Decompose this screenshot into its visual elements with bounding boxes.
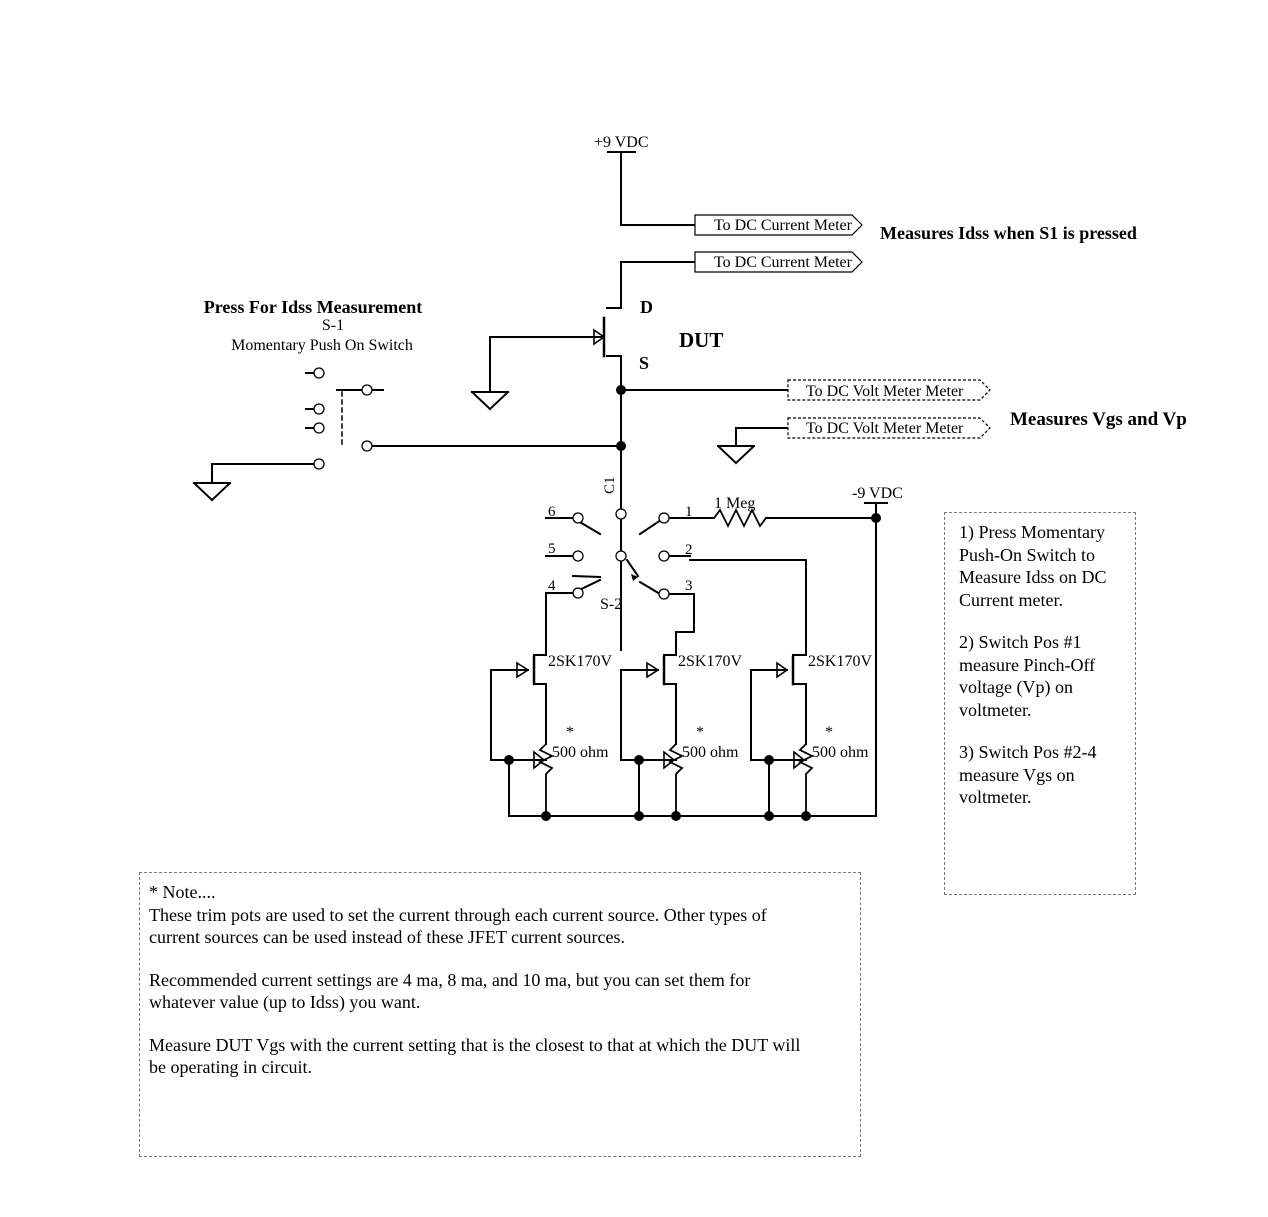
ground-symbol-voltmeter	[716, 444, 756, 465]
note-box: * Note.... These trim pots are used to s…	[139, 872, 861, 1157]
positive-supply-label: +9 VDC	[594, 134, 649, 151]
pot-label-2: 500 ohm	[682, 744, 739, 761]
s2-pos-4: 4	[548, 578, 556, 594]
s1-ref: S-1	[322, 317, 344, 334]
dut-source-label: S	[639, 353, 649, 373]
s2-pos-1: 1	[685, 504, 693, 520]
note-heading: * Note....	[149, 882, 216, 902]
current-meter-flag-2	[694, 251, 863, 273]
jfet-label-3: 2SK170V	[808, 653, 872, 670]
dut-drain-label: D	[640, 297, 653, 317]
s1-title: Press For Idss Measurement	[204, 297, 422, 317]
volt-meter-label-2: To DC Volt Meter Meter	[806, 420, 964, 437]
instruction-2: 2) Switch Pos #1 measure Pinch-Off volta…	[959, 632, 1096, 720]
s2-pos-5: 5	[548, 541, 556, 557]
ground-symbol-dut-gate	[470, 390, 510, 411]
pot-label-1: 500 ohm	[552, 744, 609, 761]
vgs-measure-note: Measures Vgs and Vp	[1010, 409, 1187, 430]
jfet-label-1: 2SK170V	[548, 653, 612, 670]
resistor-label: 1 Meg	[714, 495, 755, 512]
s2-pos-2: 2	[685, 542, 693, 558]
note-paragraph-1: These trim pots are used to set the curr…	[149, 904, 767, 948]
negative-supply-label: -9 VDC	[852, 485, 903, 502]
s2-pos-3: 3	[685, 578, 693, 594]
s2-ref: S-2	[600, 596, 622, 613]
current-source-1	[490, 654, 555, 817]
current-meter-label-2: To DC Current Meter	[714, 254, 853, 271]
s2-pos-6: 6	[548, 504, 556, 520]
jfet-label-2: 2SK170V	[678, 653, 742, 670]
pot-label-3: 500 ohm	[812, 744, 869, 761]
resistor-1meg	[712, 507, 768, 529]
pot-mark-1: *	[566, 724, 574, 741]
volt-meter-flag-2	[787, 417, 991, 439]
idss-measure-note: Measures Idss when S1 is pressed	[880, 223, 1137, 243]
instruction-1: 1) Press Momentary Push-On Switch to Mea…	[959, 522, 1107, 610]
volt-meter-flag-1	[787, 379, 991, 401]
instruction-3: 3) Switch Pos #2-4 measure Vgs on voltme…	[959, 742, 1097, 807]
note-paragraph-3: Measure DUT Vgs with the current setting…	[149, 1034, 801, 1078]
s2-common-label: C1	[602, 476, 618, 494]
ground-symbol-s1	[192, 481, 232, 502]
instructions-box: 1) Press Momentary Push-On Switch to Mea…	[944, 512, 1136, 895]
pot-mark-2: *	[696, 724, 704, 741]
current-source-2	[620, 654, 685, 817]
s1-description: Momentary Push On Switch	[231, 337, 413, 354]
current-source-3	[750, 654, 815, 817]
current-meter-label-1: To DC Current Meter	[714, 217, 853, 234]
current-meter-flag-1	[694, 214, 863, 236]
dut-label: DUT	[679, 328, 723, 352]
volt-meter-label-1: To DC Volt Meter Meter	[806, 383, 964, 400]
pot-mark-3: *	[825, 724, 833, 741]
s2-common-contact	[615, 550, 627, 562]
note-paragraph-2: Recommended current settings are 4 ma, 8…	[149, 969, 751, 1013]
